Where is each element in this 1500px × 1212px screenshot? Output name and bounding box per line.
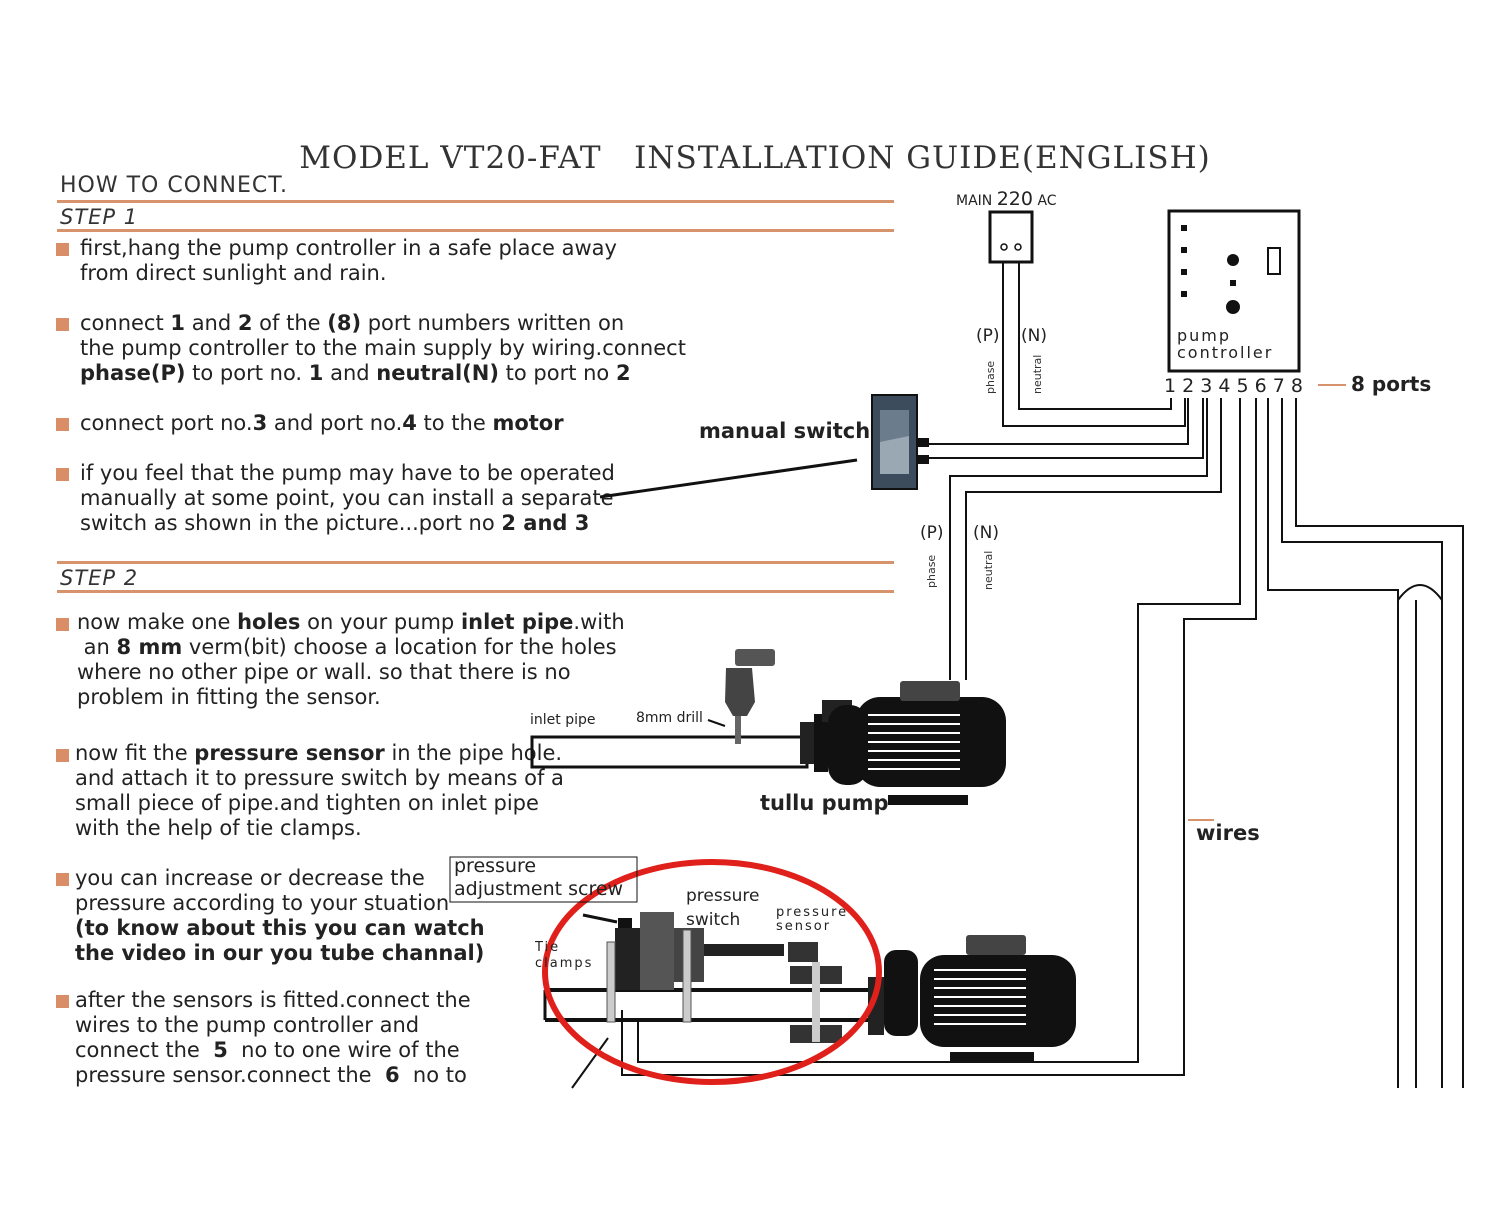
phase-label: (P) — [920, 523, 944, 543]
main-socket-icon — [988, 210, 1034, 264]
bullet-icon — [56, 318, 69, 331]
label-box — [449, 856, 638, 903]
wire-port8 — [1281, 398, 1443, 1088]
bullet-icon — [56, 243, 69, 256]
bullet-icon — [56, 468, 69, 481]
step2-heading: STEP 2 — [60, 566, 139, 590]
wire-phase-main — [1002, 262, 1186, 427]
pump-icon — [800, 681, 1006, 805]
drill-icon — [725, 649, 775, 744]
divider — [57, 590, 894, 593]
tullu-pump-label: tullu pump — [760, 791, 889, 815]
step1-instruction: connect 1 and 2 of the (8) port numbers … — [80, 311, 686, 385]
bullet-icon — [56, 618, 69, 631]
bullet-icon — [56, 995, 69, 1008]
step2-instruction: now fit the pressure sensor in the pipe … — [75, 741, 564, 840]
step1-instruction: if you feel that the pump may have to be… — [80, 461, 615, 535]
divider — [57, 229, 894, 232]
tie-clamp-icon — [606, 929, 692, 1023]
divider — [57, 200, 894, 203]
step1-heading: STEP 1 — [60, 205, 139, 229]
neutral-label: (N) — [973, 523, 999, 543]
step1-instruction: first,hang the pump controller in a safe… — [80, 236, 617, 285]
wire-switch-2 — [928, 398, 1189, 445]
pressure-sensor-icon — [788, 942, 842, 1043]
step1-instruction: connect port no.3 and port no.4 to the m… — [80, 411, 564, 435]
step2-instruction: now make one holes on your pump inlet pi… — [77, 610, 625, 709]
wire-crossover — [1397, 584, 1443, 601]
step2-instruction: after the sensors is fitted.connect the … — [75, 988, 471, 1087]
pump-controller-box — [1167, 209, 1301, 373]
neutral-wire-label: neutral — [1031, 354, 1044, 394]
inlet-pipe-label: inlet pipe — [530, 712, 596, 728]
wire-port5 — [637, 398, 1241, 1063]
how-to-heading: HOW TO CONNECT. — [60, 173, 289, 198]
wire-neutral-main — [1018, 262, 1172, 410]
phase-wire-label: phase — [984, 360, 997, 394]
main-supply-label: MAIN 220 AC — [956, 188, 1057, 210]
manual-switch-icon — [871, 394, 929, 490]
wire-port8b — [1295, 398, 1464, 1088]
pump-icon — [868, 935, 1076, 1062]
phase-label: (P) — [976, 326, 1000, 346]
tie-clamps-label: Tie clamps — [535, 940, 594, 971]
eight-ports-label: 8 ports — [1351, 372, 1432, 396]
wire-switch-3 — [928, 398, 1204, 459]
bullet-icon — [56, 749, 69, 762]
bullet-icon — [56, 873, 69, 886]
bullet-icon — [56, 418, 69, 431]
port-numbers: 1 2 3 4 5 6 7 8 — [1164, 375, 1303, 397]
divider — [57, 561, 894, 564]
wire-motor-phase — [949, 398, 1208, 680]
pressure-switch-label: pressure switch — [686, 886, 760, 930]
inlet-pipe — [530, 735, 809, 769]
phase-wire-label: phase — [925, 554, 938, 588]
page-title: MODEL VT20-FAT INSTALLATION GUIDE(ENGLIS… — [299, 140, 1211, 176]
wires-label: wires — [1196, 821, 1260, 845]
pressure-adjustment-label: pressure adjustment screw — [454, 855, 624, 900]
wire-motor-neutral — [965, 398, 1222, 680]
neutral-label: (N) — [1021, 326, 1047, 346]
step2-instruction: you can increase or decrease the pressur… — [75, 866, 485, 965]
drill-label: 8mm drill — [636, 710, 703, 726]
pump-controller-label: pump controller — [1177, 326, 1274, 362]
manual-switch-label: manual switch — [699, 419, 871, 443]
pressure-sensor-label: pressure sensor — [776, 905, 849, 934]
wire-port7 — [1267, 398, 1399, 600]
neutral-wire-label: neutral — [982, 550, 995, 590]
highlight-ellipse — [542, 859, 882, 1085]
